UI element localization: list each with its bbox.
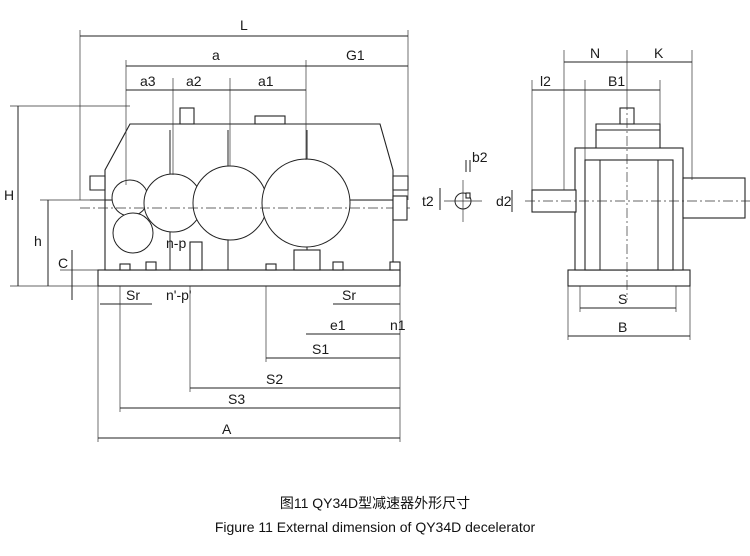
dim-L: L	[240, 17, 248, 33]
gear-output-small	[112, 212, 154, 254]
dim-t2: t2	[422, 193, 434, 209]
side-inner	[584, 159, 674, 271]
dim-H: H	[4, 187, 14, 203]
dim-C: C	[58, 255, 68, 271]
dim-Sr-left: Sr	[126, 287, 140, 303]
dim-Sr-right: Sr	[342, 287, 356, 303]
front-view: L a G1 a3 a2 a1 H h C n-p n'-p' Sr Sr e1	[4, 17, 410, 442]
lug-right	[392, 175, 409, 191]
dim-B: B	[618, 319, 627, 335]
shaft-section: b2 t2 d2	[422, 149, 513, 222]
dim-a: a	[212, 47, 220, 63]
gear-a3	[111, 179, 149, 217]
vent-plug	[179, 107, 195, 125]
inspection-cover	[254, 115, 286, 125]
foot-bolt	[145, 261, 157, 271]
dim-e1: e1	[330, 317, 346, 333]
foot-bolt	[189, 241, 203, 271]
dim-N: N	[590, 45, 600, 61]
side-output-shaft	[682, 177, 746, 219]
foot-bolt	[119, 263, 131, 271]
dim-K: K	[654, 45, 664, 61]
dim-b2: b2	[472, 149, 488, 165]
label-n-p: n-p	[166, 235, 186, 251]
dim-S1: S1	[312, 341, 329, 357]
side-base	[567, 269, 691, 287]
dim-a2: a2	[186, 73, 202, 89]
foot-bolt	[332, 261, 344, 271]
foot-bolt	[265, 263, 277, 271]
key-slot	[465, 192, 471, 199]
dim-n1: n1	[390, 317, 406, 333]
gear-main	[261, 158, 351, 248]
dim-G1: G1	[346, 47, 365, 63]
side-view: N K l2 B1 S B	[525, 45, 750, 340]
dim-a1: a1	[258, 73, 274, 89]
dim-d2: d2	[496, 193, 512, 209]
dim-S2: S2	[266, 371, 283, 387]
label-n-p-prime: n'-p'	[166, 287, 192, 303]
dim-l2: l2	[540, 73, 551, 89]
dim-A: A	[222, 421, 232, 437]
input-shaft	[392, 195, 408, 221]
dim-h: h	[34, 233, 42, 249]
gear-a1	[192, 165, 268, 241]
foot-bolt	[389, 261, 401, 271]
dim-S: S	[618, 291, 627, 307]
dim-B1: B1	[608, 73, 625, 89]
caption-en: Figure 11 External dimension of QY34D de…	[215, 519, 536, 535]
dim-S3: S3	[228, 391, 245, 407]
foot-block	[293, 249, 321, 271]
lug-left	[89, 175, 106, 191]
base-flange	[97, 269, 401, 287]
dim-a3: a3	[140, 73, 156, 89]
side-cover	[595, 123, 661, 149]
caption-zh: 图11 QY34D型减速器外形尺寸	[280, 495, 470, 511]
